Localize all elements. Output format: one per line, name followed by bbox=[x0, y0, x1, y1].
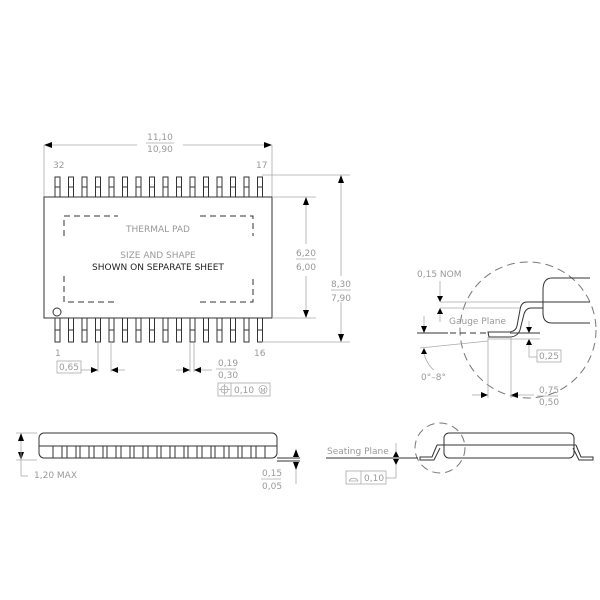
detail-circle bbox=[459, 261, 597, 399]
detail-callout-circle bbox=[414, 422, 466, 474]
angle-label: 0°–8° bbox=[421, 373, 446, 383]
body-width-max: 6,20 bbox=[296, 249, 316, 259]
height-label: 1,20 MAX bbox=[34, 471, 77, 481]
gauge-height-box bbox=[536, 349, 562, 363]
profile-symbol-icon bbox=[348, 477, 359, 482]
foot-length-max: 0,75 bbox=[539, 386, 559, 396]
side-leads bbox=[52, 446, 266, 458]
width-max: 11,10 bbox=[147, 133, 173, 143]
pin-32-label: 32 bbox=[53, 161, 64, 171]
thickness-label: 0,15 NOM bbox=[417, 270, 461, 280]
package-body bbox=[43, 196, 273, 319]
end-view: Seating Plane 0,10 bbox=[326, 422, 594, 485]
standoff-max: 0,15 bbox=[262, 469, 282, 479]
top-view: 11,10 10,90 32 17 THERMAL PAD SIZE AND S… bbox=[43, 133, 351, 397]
pin-16-label: 16 bbox=[254, 349, 266, 359]
position-tolerance-value: 0,10 bbox=[234, 386, 254, 396]
mmc-modifier-icon bbox=[258, 385, 268, 394]
seating-plane-label: Seating Plane bbox=[327, 447, 389, 457]
lead-width-min: 0,30 bbox=[218, 371, 238, 381]
coplanarity-value: 0,10 bbox=[364, 474, 384, 484]
gauge-plane-label: Gauge Plane bbox=[449, 317, 506, 327]
foot-length-min: 0,50 bbox=[539, 398, 559, 408]
top-leads bbox=[54, 176, 263, 197]
pin1-marker-icon bbox=[52, 307, 62, 317]
side-view: 1,20 MAX 0,15 0,05 bbox=[16, 432, 300, 492]
overall-width-min: 7,90 bbox=[331, 294, 351, 304]
overall-width-max: 8,30 bbox=[331, 280, 351, 290]
thermal-pad-outline bbox=[63, 215, 254, 303]
detail-view: 0,15 NOM Gauge Plane 0°–8° 0,25 bbox=[417, 261, 597, 408]
standoff-min: 0,05 bbox=[262, 482, 282, 492]
pin-17-label: 17 bbox=[256, 161, 267, 171]
separate-sheet-label: SHOWN ON SEPARATE SHEET bbox=[92, 263, 224, 273]
lead-width-max: 0,19 bbox=[218, 359, 238, 369]
size-shape-label: SIZE AND SHAPE bbox=[120, 251, 196, 261]
body-width-min: 6,00 bbox=[296, 263, 316, 273]
gauge-height-value: 0,25 bbox=[539, 352, 559, 362]
coplanarity-frame: 0,10 bbox=[345, 470, 387, 485]
pitch-value: 0,65 bbox=[59, 363, 79, 373]
svg-text:M: M bbox=[260, 388, 265, 395]
width-min: 10,90 bbox=[147, 145, 173, 155]
thermal-pad-label: THERMAL PAD bbox=[125, 225, 190, 235]
pitch-box bbox=[56, 360, 82, 374]
position-tolerance-frame: 0,10 M bbox=[217, 382, 271, 397]
bottom-leads bbox=[54, 318, 263, 343]
pin-1-label: 1 bbox=[55, 349, 61, 359]
